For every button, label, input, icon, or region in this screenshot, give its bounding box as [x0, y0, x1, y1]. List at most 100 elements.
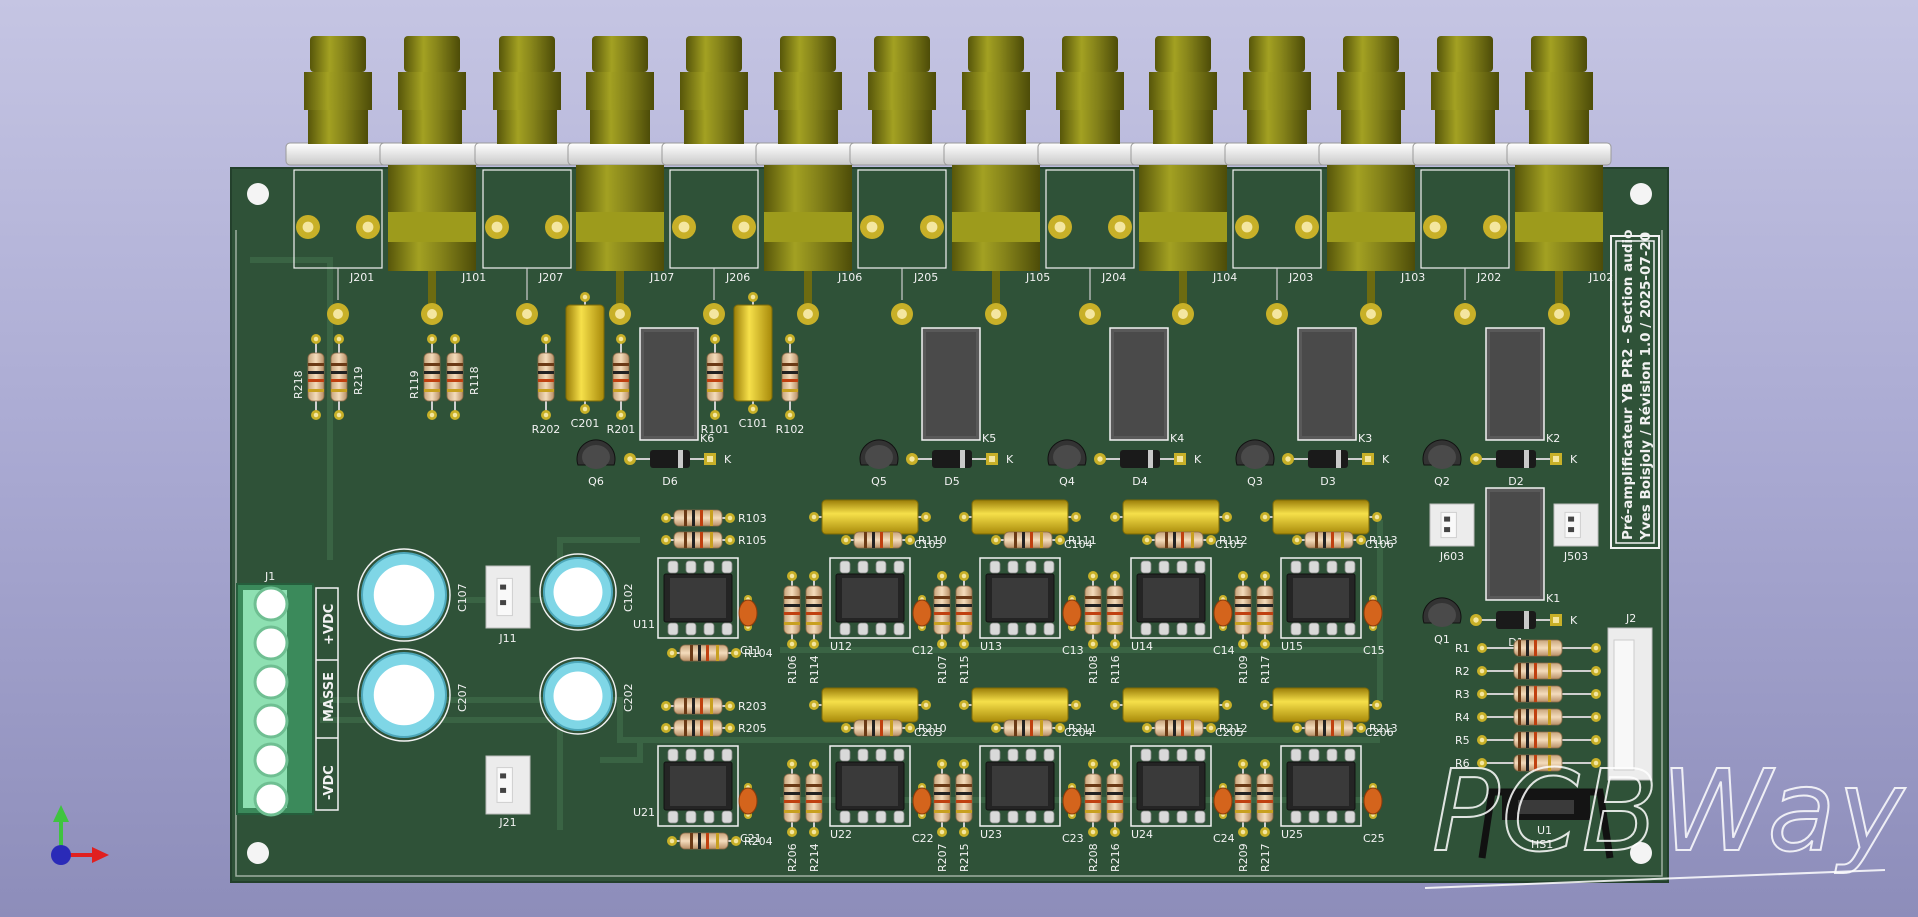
opamp-u13[interactable]	[979, 557, 1061, 639]
resistor-r6[interactable]: R6	[1455, 754, 1601, 772]
resistor-r109[interactable]: R109	[1234, 571, 1252, 684]
output-header-j2[interactable]: J2	[1607, 612, 1653, 781]
bnc-connector-j107[interactable]: J107	[567, 36, 674, 325]
electrolytic-capacitor-c107[interactable]: C107	[357, 548, 469, 642]
transistor-q6[interactable]: Q6	[576, 439, 616, 488]
bnc-connector-j106[interactable]: J106	[755, 36, 862, 325]
resistor-r209[interactable]: R209	[1234, 759, 1252, 872]
resistor-r218[interactable]: R218	[292, 334, 325, 420]
terminal-screw[interactable]	[253, 781, 289, 817]
ceramic-capacitor-c23[interactable]: C23	[1062, 783, 1084, 845]
diode-d4[interactable]: KD4	[1094, 450, 1202, 488]
diode-d3[interactable]: KD3	[1282, 450, 1390, 488]
resistor-r204[interactable]: R204	[667, 832, 773, 850]
resistor-r102[interactable]: R102	[776, 334, 805, 436]
resistor-r212[interactable]: R212	[1142, 719, 1248, 737]
film-capacitor-c106[interactable]: C106	[1260, 499, 1394, 551]
resistor-r205[interactable]: R205	[661, 719, 767, 737]
terminal-screw[interactable]	[253, 703, 289, 739]
resistor-r215[interactable]: R215	[955, 759, 973, 872]
resistor-r115[interactable]: R115	[955, 571, 973, 684]
resistor-r5[interactable]: R5	[1455, 731, 1601, 749]
film-capacitor-c204[interactable]: C204	[959, 687, 1093, 739]
bnc-connector-j205[interactable]: J205	[849, 36, 955, 325]
opamp-u22[interactable]	[829, 745, 911, 827]
power-terminal-j1[interactable]: J1 +VDC MASSE -VDC	[236, 570, 339, 817]
bnc-connector-j103[interactable]: J103	[1318, 36, 1425, 325]
ceramic-capacitor-c22[interactable]: C22	[912, 783, 934, 845]
bnc-connector-j201[interactable]: J201	[285, 36, 391, 325]
opamp-u24[interactable]	[1130, 745, 1212, 827]
bnc-connector-j104[interactable]: J104	[1130, 36, 1237, 325]
resistor-r206[interactable]: R206	[783, 759, 801, 872]
opamp-u21[interactable]	[657, 745, 739, 827]
resistor-r214[interactable]: R214	[805, 759, 823, 872]
relay-k3[interactable]: K3	[1297, 327, 1372, 445]
resistor-r4[interactable]: R4	[1455, 708, 1601, 726]
relay-k1[interactable]: K1	[1485, 487, 1560, 605]
electrolytic-capacitor-c202[interactable]: C202	[539, 657, 635, 735]
resistor-r101[interactable]: R101	[701, 334, 730, 436]
resistor-r116[interactable]: R116	[1106, 571, 1124, 684]
connector-j503[interactable]: J503	[1553, 503, 1599, 563]
resistor-r210[interactable]: R210	[841, 719, 947, 737]
resistor-r108[interactable]: R108	[1084, 571, 1102, 684]
bnc-connector-j101[interactable]: J101	[379, 36, 486, 325]
resistor-r208[interactable]: R208	[1084, 759, 1102, 872]
transistor-q5[interactable]: Q5	[859, 439, 899, 488]
terminal-screw[interactable]	[253, 742, 289, 778]
transistor-q3[interactable]: Q3	[1235, 439, 1275, 488]
resistor-r202[interactable]: R202	[532, 334, 561, 436]
resistor-r104[interactable]: R104	[667, 644, 773, 662]
bnc-connector-j203[interactable]: J203	[1224, 36, 1330, 325]
resistor-r211[interactable]: R211	[991, 719, 1097, 737]
resistor-r207[interactable]: R207	[933, 759, 951, 872]
diode-d2[interactable]: KD2	[1470, 450, 1578, 488]
resistor-r119[interactable]: R119	[408, 334, 441, 420]
relay-k5[interactable]: K5	[921, 327, 996, 445]
connector-j11[interactable]: J11	[485, 565, 531, 645]
ceramic-capacitor-c25[interactable]: C25	[1363, 783, 1385, 845]
opamp-u11[interactable]	[657, 557, 739, 639]
ceramic-capacitor-c24[interactable]: C24	[1213, 783, 1235, 845]
opamp-u12[interactable]	[829, 557, 911, 639]
ceramic-capacitor-c12[interactable]: C12	[912, 595, 934, 657]
bnc-connector-j102[interactable]: J102	[1506, 36, 1613, 325]
film-capacitor-c206[interactable]: C206	[1260, 687, 1394, 739]
opamp-u15[interactable]	[1280, 557, 1362, 639]
resistor-r112[interactable]: R112	[1142, 531, 1248, 549]
regulator-u1-heatsink[interactable]: U1 HS1	[1478, 788, 1614, 859]
resistor-r201[interactable]: R201	[607, 334, 636, 436]
resistor-r117[interactable]: R117	[1256, 571, 1274, 684]
resistor-r113[interactable]: R113	[1292, 531, 1398, 549]
bnc-connector-j206[interactable]: J206	[661, 36, 767, 325]
bnc-connector-j204[interactable]: J204	[1037, 36, 1143, 325]
resistor-r107[interactable]: R107	[933, 571, 951, 684]
film-capacitor-c201[interactable]: C201	[565, 292, 605, 430]
opamp-u14[interactable]	[1130, 557, 1212, 639]
bnc-connector-j202[interactable]: J202	[1412, 36, 1518, 325]
resistor-r219[interactable]	[330, 334, 348, 420]
ceramic-capacitor-c15[interactable]: C15	[1363, 595, 1385, 657]
film-capacitor-c101[interactable]: C101	[733, 292, 773, 430]
resistor-r216[interactable]: R216	[1106, 759, 1124, 872]
film-capacitor-c205[interactable]: C205	[1110, 687, 1244, 739]
resistor-r110[interactable]: R110	[841, 531, 947, 549]
relay-k6[interactable]: K6	[639, 327, 714, 445]
transistor-q2[interactable]: Q2	[1422, 439, 1462, 488]
opamp-u25[interactable]	[1280, 745, 1362, 827]
ceramic-capacitor-c14[interactable]: C14	[1213, 595, 1235, 657]
opamp-u23[interactable]	[979, 745, 1061, 827]
resistor-r111[interactable]: R111	[991, 531, 1097, 549]
terminal-screw[interactable]	[253, 664, 289, 700]
electrolytic-capacitor-c102[interactable]: C102	[539, 553, 635, 631]
resistor-r217[interactable]: R217	[1256, 759, 1274, 872]
resistor-r118[interactable]	[446, 334, 464, 420]
terminal-screw[interactable]	[253, 625, 289, 661]
ceramic-capacitor-c21[interactable]: C21	[738, 783, 762, 845]
resistor-r2[interactable]: R2	[1455, 662, 1601, 680]
connector-j21[interactable]: J21	[485, 755, 531, 829]
ceramic-capacitor-c11[interactable]: C11	[738, 595, 762, 657]
resistor-r105[interactable]: R105	[661, 531, 767, 549]
